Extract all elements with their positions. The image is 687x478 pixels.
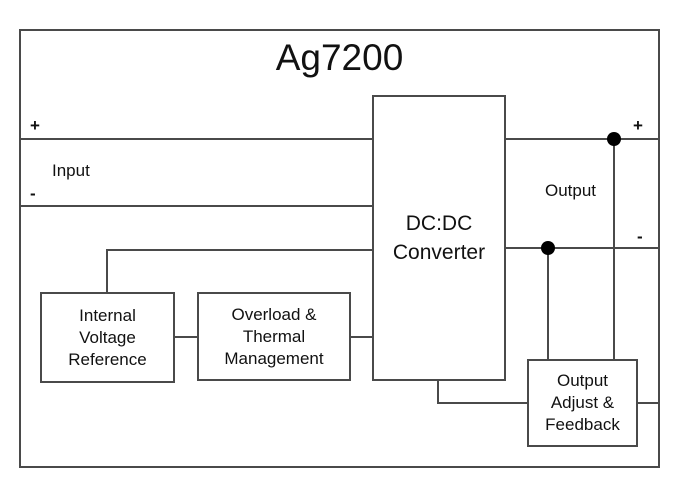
block-dcdc-converter: DC:DC Converter xyxy=(372,95,506,381)
block-internal-voltage-reference-label: Internal Voltage Reference xyxy=(68,305,147,369)
wire-output-plus xyxy=(504,138,660,140)
wire-minus-to-feedback xyxy=(547,247,549,361)
input-label: Input xyxy=(52,161,90,180)
wire-plus-to-feedback xyxy=(613,138,615,361)
junction-dot-output-plus xyxy=(607,132,621,146)
wire-output-minus xyxy=(504,247,660,249)
block-output-adjust-feedback: Output Adjust & Feedback xyxy=(527,359,638,447)
input-plus-sign: + xyxy=(30,116,40,135)
junction-dot-output-minus xyxy=(541,241,555,255)
wire-dcdc-to-feedback-vertical xyxy=(437,379,439,404)
output-label: Output xyxy=(545,181,597,200)
block-dcdc-converter-label: DC:DC Converter xyxy=(392,212,486,264)
wire-input-plus xyxy=(19,138,373,140)
input-minus-sign: - xyxy=(30,184,36,203)
block-overload-thermal-management: Overload & Thermal Management xyxy=(197,292,351,381)
wire-ivr-to-overload xyxy=(173,336,198,338)
output-minus-sign: - xyxy=(637,227,643,246)
wire-feedback-adjust-pin xyxy=(636,402,660,404)
wire-overload-to-dcdc xyxy=(349,336,373,338)
wire-dcdc-to-feedback-horizontal xyxy=(437,402,529,404)
output-plus-sign: + xyxy=(633,116,643,135)
diagram-title: Ag7200 xyxy=(275,37,404,78)
block-output-adjust-feedback-label: Output Adjust & Feedback xyxy=(545,371,620,434)
wire-reference-vertical xyxy=(106,249,108,294)
wire-input-minus xyxy=(19,205,373,207)
block-overload-thermal-management-label: Overload & Thermal Management xyxy=(224,304,324,368)
block-internal-voltage-reference: Internal Voltage Reference xyxy=(40,292,175,383)
wire-reference-horizontal xyxy=(106,249,373,251)
